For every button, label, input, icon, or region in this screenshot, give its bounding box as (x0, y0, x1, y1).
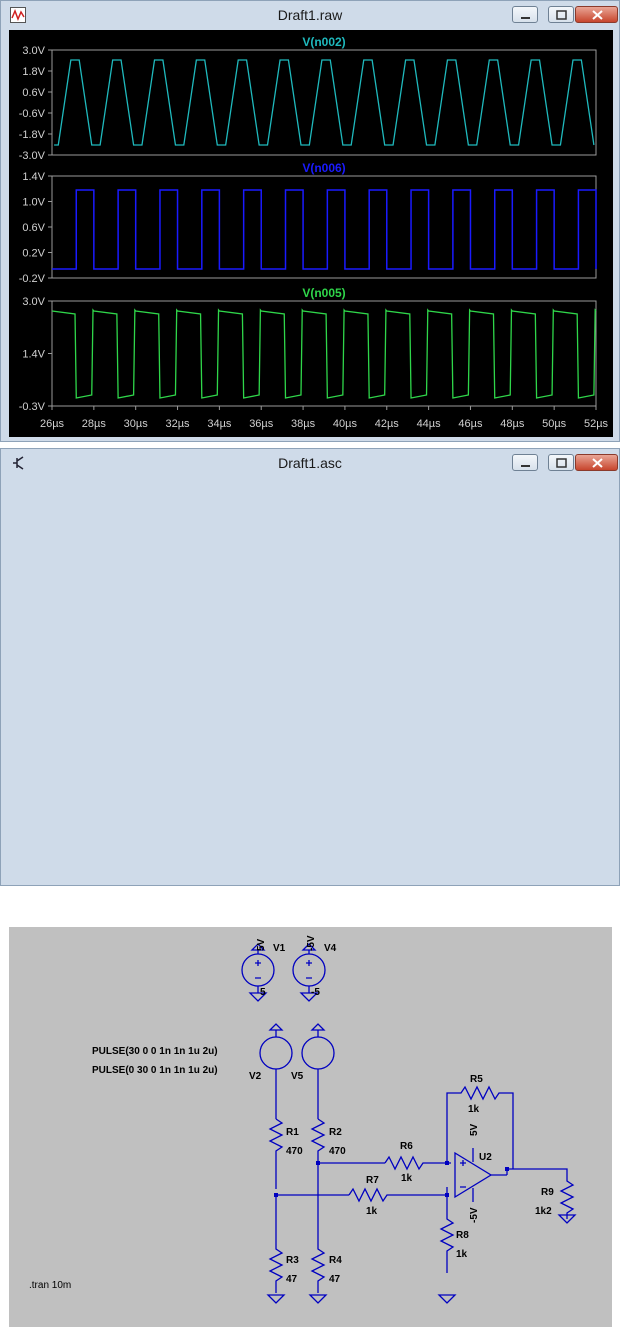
y-tick-label: 3.0V (22, 296, 45, 308)
r3-name-label: R3 (286, 1255, 299, 1266)
pane-frame (51, 175, 597, 279)
v4-node-label: -5 (311, 987, 320, 998)
trace-name-label: V(n002) (302, 35, 345, 49)
u2-name-label: U2 (479, 1152, 492, 1163)
window-title: Draft1.raw (277, 7, 343, 23)
schematic-titlebar[interactable]: Draft1.asc (1, 449, 619, 477)
close-icon (592, 458, 603, 468)
waveform-plot-area[interactable]: V(n002) 3.0V 1.8V 0.6V -0.6V -1.8V -3.0V V(n006… (9, 30, 613, 437)
v1-name-label: V1 (273, 943, 286, 954)
trace-v-n006 (52, 189, 597, 270)
r4-value-label: 47 (329, 1274, 341, 1285)
r9-name-label: R9 (541, 1187, 554, 1198)
r1-name-label: R1 (286, 1127, 299, 1138)
v2-name-label: V2 (249, 1071, 262, 1082)
x-tick-label: 48µs (500, 418, 525, 430)
u2-pos-supply-label: 5V (469, 1123, 480, 1136)
r8-name-label: R8 (456, 1230, 469, 1241)
x-tick-label: 34µs (207, 418, 232, 430)
v1-node-label: 5 (260, 987, 266, 998)
transistor-icon (13, 456, 24, 470)
y-tick-label: 1.4V (22, 349, 45, 361)
r7-name-label: R7 (366, 1175, 379, 1186)
pulse2-label: PULSE(0 30 0 1n 1n 1u 2u) (92, 1065, 218, 1076)
trace-v-n005 (51, 308, 597, 399)
schematic-canvas[interactable]: 5V V1 5 -5V V4 -5 PULSE(30 0 0 1n 1n 1u … (9, 927, 612, 1327)
y-tick-label: 1.0V (22, 197, 45, 209)
y-tick-label: -0.2V (19, 273, 46, 285)
window-title: Draft1.asc (278, 455, 342, 471)
y-tick-label: -1.8V (19, 129, 46, 141)
r9-value-label: 1k2 (535, 1206, 552, 1217)
x-tick-label: 36µs (249, 418, 274, 430)
r8-value-label: 1k (456, 1249, 468, 1260)
minimize-button[interactable] (512, 454, 538, 471)
y-tick-label: 3.0V (22, 45, 45, 57)
x-tick-label: 42µs (375, 418, 400, 430)
x-tick-label: 44µs (417, 418, 442, 430)
r6-value-label: 1k (401, 1173, 413, 1184)
y-tick-label: 0.6V (22, 222, 45, 234)
v1-value-label: 5V (256, 938, 267, 951)
y-tick-label: -0.3V (19, 401, 46, 413)
pulse1-label: PULSE(30 0 0 1n 1n 1u 2u) (92, 1046, 218, 1057)
maximize-button[interactable] (548, 454, 574, 471)
r2-value-label: 470 (329, 1146, 346, 1157)
r5-value-label: 1k (468, 1104, 480, 1115)
x-tick-label: 32µs (165, 418, 190, 430)
close-button[interactable] (575, 454, 618, 471)
v5-name-label: V5 (291, 1071, 304, 1082)
u2-neg-supply-label: -5V (469, 1207, 480, 1223)
x-tick-label: 50µs (542, 418, 567, 430)
x-tick-label: 30µs (124, 418, 149, 430)
trace-v-n002 (54, 59, 595, 146)
r3-value-label: 47 (286, 1274, 298, 1285)
pane-frame (51, 49, 597, 156)
x-tick-label: 26µs (40, 418, 65, 430)
v4-value-label: -5V (306, 935, 317, 951)
r1-value-label: 470 (286, 1146, 303, 1157)
y-tick-label: 0.2V (22, 248, 45, 260)
waveform-window: Draft1.raw V(n002) 3.0V 1.8V 0.6V -0.6V -1.8V… (0, 0, 620, 442)
y-tick-label: 1.4V (22, 171, 45, 183)
minimize-button[interactable] (512, 6, 538, 23)
x-tick-label: 38µs (291, 418, 316, 430)
x-tick-label: 40µs (333, 418, 358, 430)
x-tick-label: 52µs (584, 418, 609, 430)
x-tick-label: 46µs (458, 418, 483, 430)
maximize-button[interactable] (548, 6, 574, 23)
close-button[interactable] (575, 6, 618, 23)
y-tick-label: -3.0V (19, 150, 46, 162)
tran-directive: .tran 10m (29, 1280, 71, 1291)
waveform-titlebar[interactable]: Draft1.raw (1, 1, 619, 29)
r4-name-label: R4 (329, 1255, 342, 1266)
r7-value-label: 1k (366, 1206, 378, 1217)
waveform-chart: V(n002) 3.0V 1.8V 0.6V -0.6V -1.8V -3.0V V(n006… (19, 35, 609, 430)
x-tick-label: 28µs (82, 418, 107, 430)
y-tick-label: -0.6V (19, 108, 46, 120)
v4-name-label: V4 (324, 943, 337, 954)
r6-name-label: R6 (400, 1141, 413, 1152)
trace-name-label: V(n005) (302, 286, 345, 300)
close-icon (592, 10, 603, 20)
schematic-drawing: 5V V1 5 -5V V4 -5 PULSE(30 0 0 1n 1n 1u … (29, 935, 577, 1304)
y-tick-label: 0.6V (22, 87, 45, 99)
y-tick-label: 1.8V (22, 66, 45, 78)
r2-name-label: R2 (329, 1127, 342, 1138)
waveform-icon (10, 7, 26, 23)
trace-name-label: V(n006) (302, 161, 345, 175)
r5-name-label: R5 (470, 1074, 483, 1085)
schematic-window: Draft1.asc (0, 448, 620, 1327)
